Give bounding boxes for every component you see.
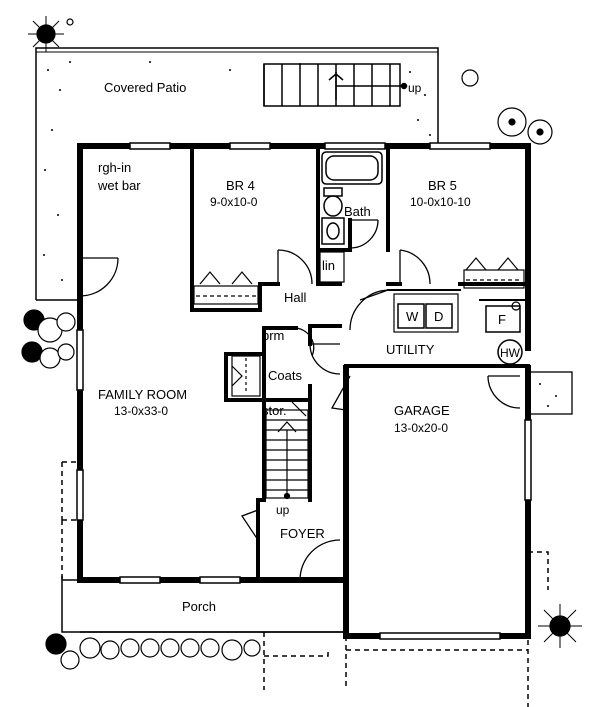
water-heater-label: HW bbox=[500, 346, 521, 360]
family-room-size: 13-0x33-0 bbox=[114, 404, 168, 418]
sun-shrub-top-left bbox=[28, 16, 74, 52]
windows bbox=[76, 142, 532, 640]
patio-stair-up-label: up bbox=[408, 81, 422, 95]
doors bbox=[79, 219, 521, 581]
patio-steps bbox=[263, 63, 408, 107]
closet-details bbox=[193, 251, 525, 397]
wet-bar-label-line1: rgh-in bbox=[98, 160, 131, 175]
storage-label: stor. bbox=[262, 403, 287, 418]
wet-bar-label-line2: wet bar bbox=[97, 178, 141, 193]
shrubs-left bbox=[21, 309, 76, 369]
br4-name: BR 4 bbox=[226, 178, 255, 193]
room-labels: Covered Patio up rgh-in wet bar BR 4 9-0… bbox=[97, 80, 521, 614]
garage-stoop bbox=[527, 371, 573, 415]
utility-label: UTILITY bbox=[386, 342, 435, 357]
landscaping bbox=[21, 16, 582, 670]
hall-label: Hall bbox=[284, 290, 307, 305]
coats-closet-label: Coats bbox=[268, 368, 302, 383]
interior-walls bbox=[190, 144, 530, 582]
furnace-label: F bbox=[498, 312, 506, 327]
shrubs-bottom bbox=[45, 633, 261, 670]
bath-fixtures bbox=[321, 151, 383, 245]
sun-shrub-bottom-right bbox=[538, 604, 582, 648]
linen-label: lin bbox=[322, 258, 335, 273]
stair-up-label: up bbox=[276, 503, 290, 517]
dryer-label: D bbox=[434, 309, 443, 324]
br5-size: 10-0x10-10 bbox=[410, 195, 471, 209]
br4-size: 9-0x10-0 bbox=[210, 195, 258, 209]
interior-stairs bbox=[265, 401, 309, 500]
garage-size: 13-0x20-0 bbox=[394, 421, 448, 435]
garage-name: GARAGE bbox=[394, 403, 450, 418]
porch-label: Porch bbox=[182, 599, 216, 614]
covered-patio bbox=[35, 47, 439, 301]
br5-name: BR 5 bbox=[428, 178, 457, 193]
patio-texture bbox=[43, 61, 431, 281]
foyer-label: FOYER bbox=[280, 526, 325, 541]
shrubs-top-right bbox=[461, 69, 553, 145]
broom-closet-label: brm bbox=[262, 328, 284, 343]
covered-patio-label: Covered Patio bbox=[104, 80, 186, 95]
family-room-name: FAMILY ROOM bbox=[98, 387, 187, 402]
porch bbox=[61, 461, 549, 707]
bath-label: Bath bbox=[344, 204, 371, 219]
washer-label: W bbox=[406, 309, 419, 324]
